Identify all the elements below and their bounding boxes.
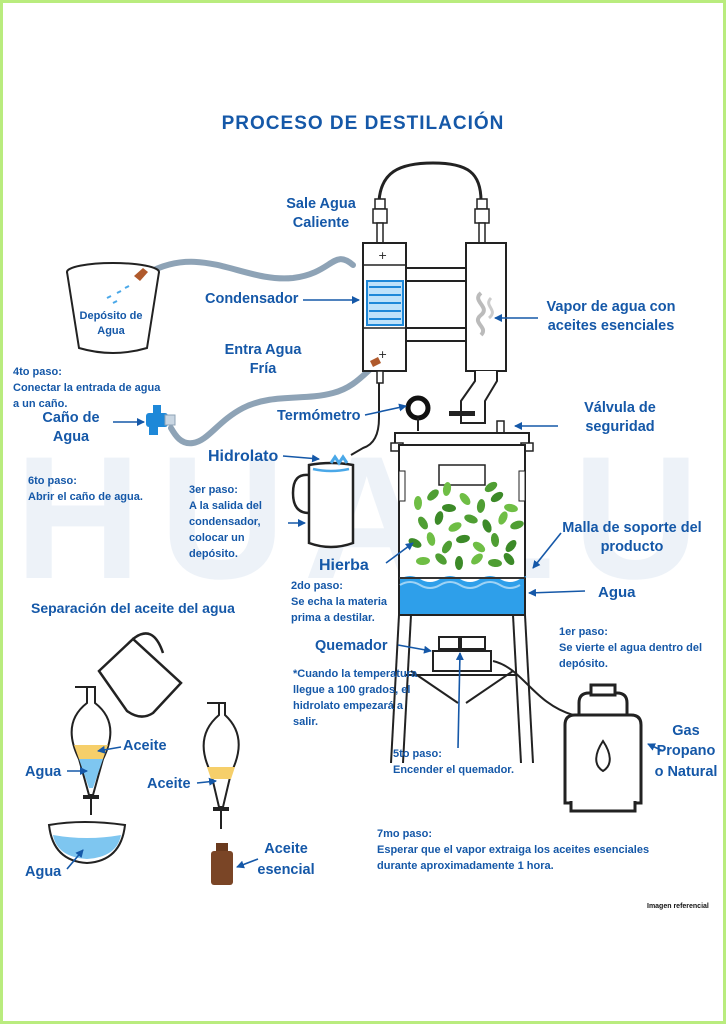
- leaf: [454, 556, 464, 570]
- leaf: [490, 533, 500, 547]
- leaf: [510, 520, 524, 530]
- gas-cylinder: [563, 683, 643, 813]
- separatory-funnel-2: [202, 702, 240, 829]
- page-title: PROCESO DE DESTILACIÓN: [221, 113, 505, 134]
- support-bar-bottom: [405, 327, 467, 342]
- label-valvula: Válvula de seguridad: [584, 400, 656, 435]
- label-hierba: Hierba: [319, 557, 369, 574]
- water-tap: [146, 405, 176, 435]
- leaf: [476, 499, 486, 513]
- leaf: [414, 496, 422, 510]
- label-separacion: Separación del aceite del agua: [31, 600, 235, 616]
- leaf: [464, 514, 478, 524]
- leaf: [488, 558, 502, 568]
- label-termometro: Termómetro: [277, 408, 361, 424]
- step-3: 3er paso: A la salida del condensador, c…: [189, 484, 262, 560]
- safety-valve: [496, 420, 505, 434]
- leaf: [482, 519, 492, 533]
- watermark: HUALU: [14, 421, 718, 616]
- leaf: [459, 493, 471, 505]
- pouring-pitcher: [97, 632, 183, 718]
- leaf: [456, 534, 470, 544]
- leaf: [416, 556, 430, 566]
- label-gas: Gas Propano o Natural: [654, 723, 718, 780]
- condenser: + +: [362, 198, 407, 384]
- label-malla: Malla de soporte del producto: [562, 520, 702, 555]
- label-deposito: Depósito de Agua: [79, 310, 143, 338]
- burner-stand: [390, 614, 534, 764]
- label-sep-aceite-2: Aceite: [147, 776, 191, 792]
- leaf: [472, 541, 486, 553]
- label-condensador: Condensador: [205, 291, 299, 307]
- herb-leaves: [408, 481, 524, 570]
- step-6: 6to paso: Abrir el caño de agua.: [28, 475, 143, 503]
- label-aceite-esencial: Aceite esencial: [257, 841, 315, 879]
- leaf: [435, 553, 447, 565]
- step-4: 4to paso: Conectar la entrada de agua a …: [13, 366, 161, 410]
- label-vapor: Vapor de agua con aceites esenciales: [546, 299, 676, 334]
- label-agua: Agua: [598, 584, 636, 601]
- step-7: 7mo paso: Esperar que el vapor extraiga …: [377, 828, 650, 872]
- hydrolate-pitcher: [291, 461, 355, 549]
- label-sale-agua: Sale Agua Caliente: [286, 196, 356, 231]
- gas-hose: [492, 660, 574, 716]
- separatory-funnel-1: [70, 686, 112, 815]
- water-bucket: [66, 262, 160, 354]
- step-2: 2do paso: Se echa la materia prima a des…: [291, 580, 388, 624]
- leaf: [442, 503, 456, 513]
- leaf: [490, 491, 504, 503]
- label-sep-aceite-1: Aceite: [123, 738, 167, 754]
- svg-text:+: +: [378, 348, 387, 361]
- leaf: [426, 532, 436, 546]
- support-bar-top: [405, 267, 467, 282]
- leaf: [442, 482, 452, 496]
- leaf: [505, 540, 517, 552]
- note-temperature: *Cuando la temperatura llegue a 100 grad…: [293, 668, 418, 728]
- leaf: [427, 489, 439, 501]
- label-sep-agua-2: Agua: [25, 864, 62, 880]
- water-bowl: [47, 821, 127, 865]
- label-sep-agua-1: Agua: [25, 764, 62, 780]
- leaf: [418, 516, 428, 530]
- svg-text:+: +: [378, 249, 387, 262]
- essential-oil-bottle: [211, 843, 233, 885]
- leaf: [503, 552, 515, 566]
- leaf: [498, 511, 508, 525]
- leaf: [434, 511, 444, 525]
- footer-note: Imagen referencial: [647, 903, 709, 910]
- label-cano: Caño de Agua: [42, 410, 100, 445]
- top-tube: [377, 161, 483, 202]
- step-1: 1er paso: Se vierte el agua dentro del d…: [559, 626, 703, 670]
- leaf: [448, 522, 462, 532]
- leaf: [484, 481, 498, 493]
- leaf: [441, 540, 453, 554]
- vapor-column: [449, 198, 507, 424]
- leaf: [471, 553, 483, 565]
- step-5: 5to paso: Encender el quemador.: [393, 748, 515, 776]
- hoses: [145, 256, 378, 447]
- thermometer: [405, 395, 431, 431]
- leaf: [504, 503, 518, 513]
- pointer-arrows: [66, 296, 664, 870]
- label-quemador: Quemador: [315, 638, 388, 654]
- label-hidrolato: Hidrolato: [208, 448, 279, 465]
- label-entra-agua: Entra Agua Fría: [224, 342, 302, 377]
- distillation-diagram: + +: [47, 161, 664, 885]
- hydrolate-tube: [350, 383, 380, 456]
- distillation-tank: [390, 432, 534, 616]
